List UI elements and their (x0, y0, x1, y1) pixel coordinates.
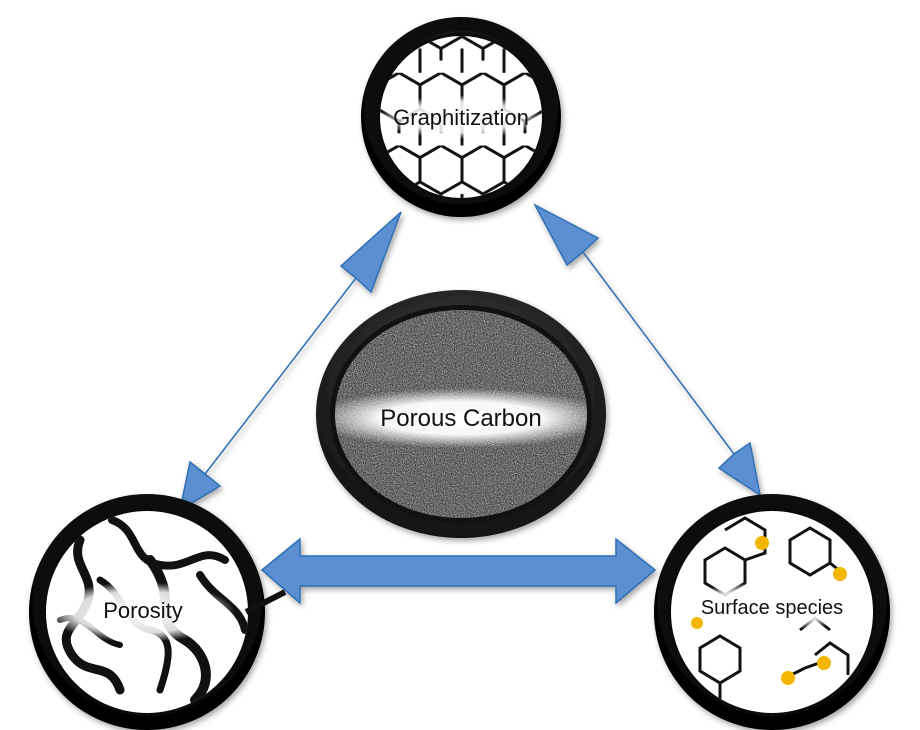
functional-groups (691, 536, 847, 685)
node-graphitization: Graphitization (361, 17, 561, 217)
porous-glow-band (335, 388, 587, 448)
node-surface-species: Surface species (654, 494, 890, 730)
porous-carbon-label: Porous Carbon (380, 405, 541, 432)
node-porosity: Porosity (29, 494, 287, 730)
node-porous-carbon: Porous Carbon (316, 290, 606, 538)
double-arrow-porosity-surface (260, 537, 657, 605)
porosity-tail (244, 589, 287, 615)
porosity-label: Porosity (103, 598, 182, 623)
surface-species-label: Surface species (701, 597, 843, 619)
porosity-strands (46, 516, 248, 705)
surface-molecules (672, 516, 872, 705)
graphitization-label: Graphitization (393, 105, 529, 130)
